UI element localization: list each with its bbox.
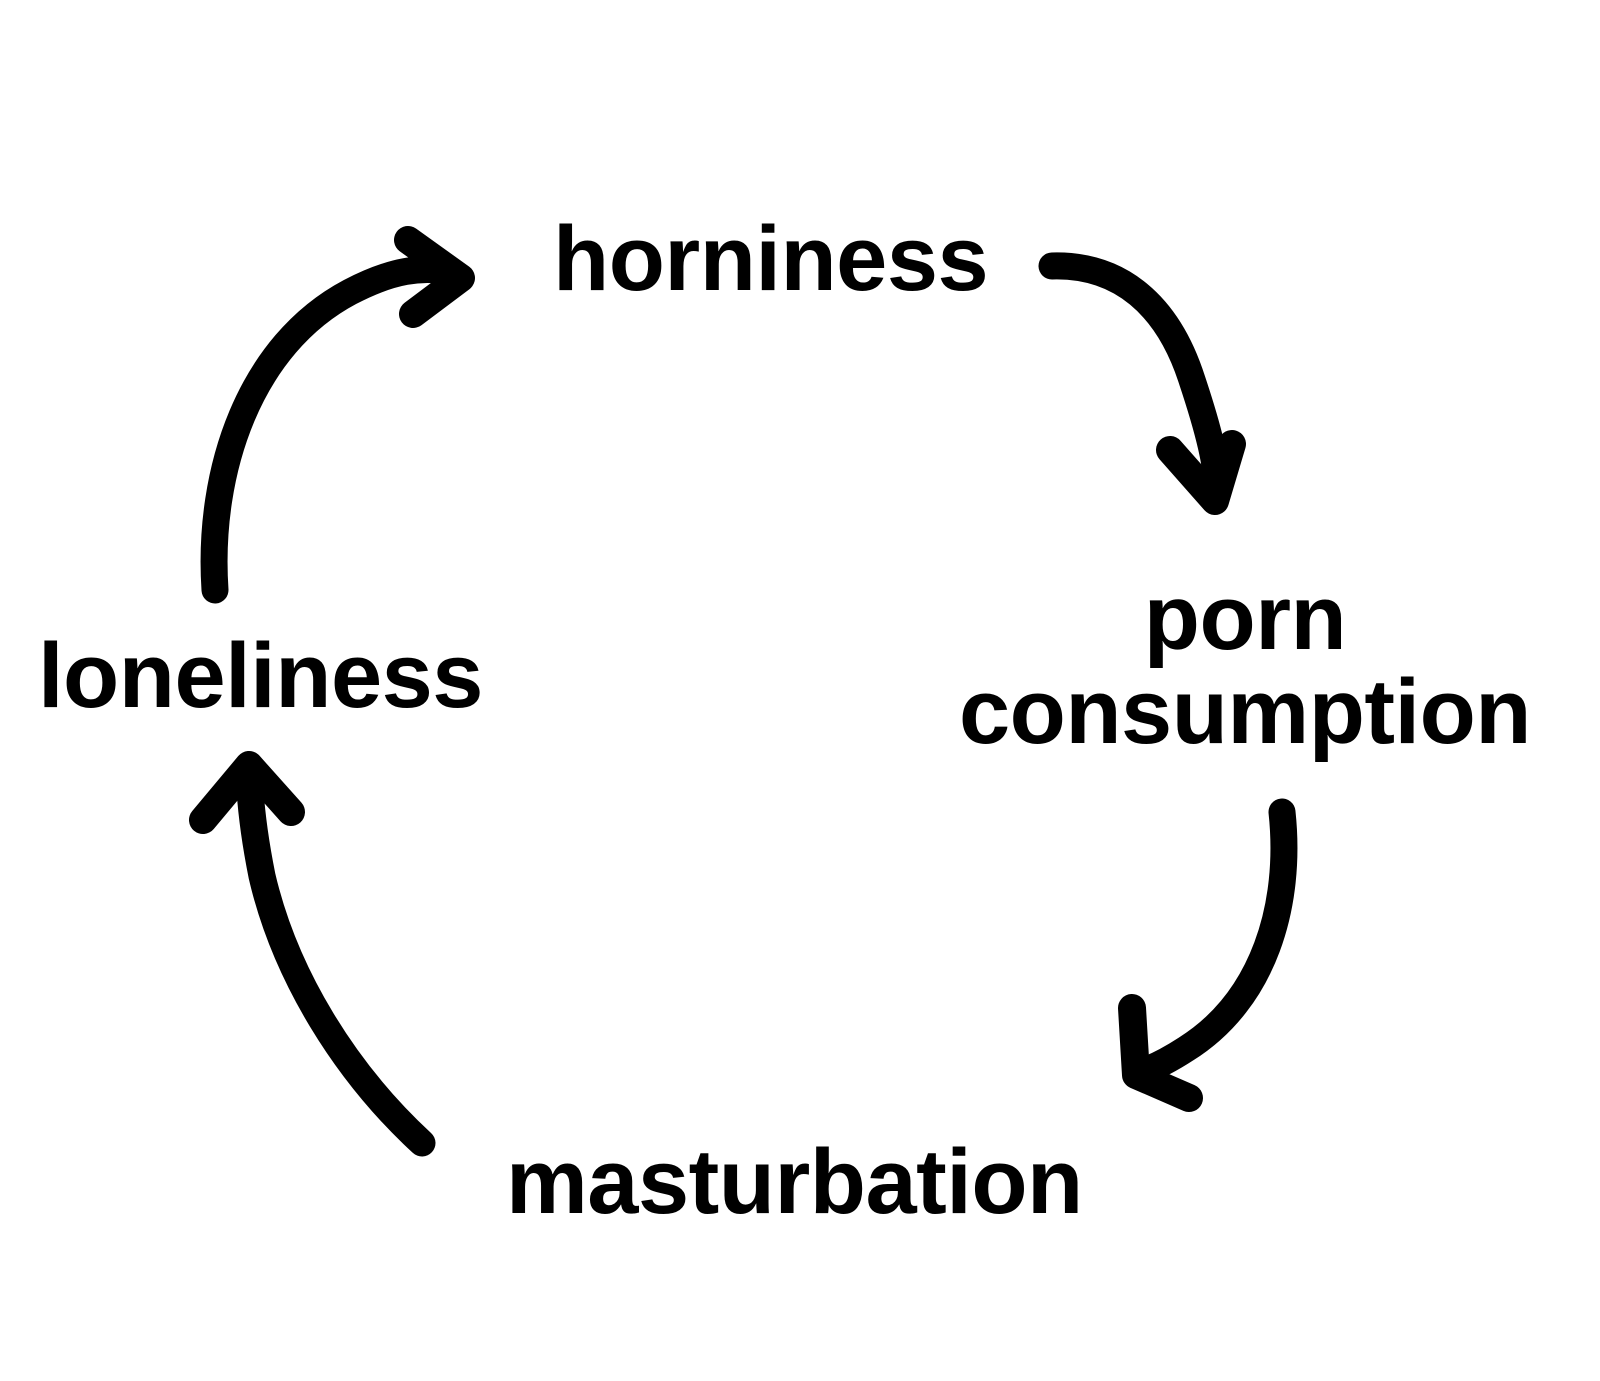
node-label-porn-line1: porn: [1143, 567, 1347, 669]
arrow-horniness-to-porn: [1038, 252, 1246, 515]
arrow-loneliness-to-horniness: [200, 226, 475, 604]
node-label-horniness: horniness: [553, 208, 989, 310]
node-label-porn-line2: consumption: [958, 660, 1532, 763]
arrow-porn-to-masturbation: [1118, 798, 1298, 1112]
arrow-masturbation-to-loneliness: [189, 751, 436, 1157]
node-label-masturbation: masturbation: [506, 1131, 1083, 1233]
node-label-loneliness: loneliness: [38, 625, 483, 727]
